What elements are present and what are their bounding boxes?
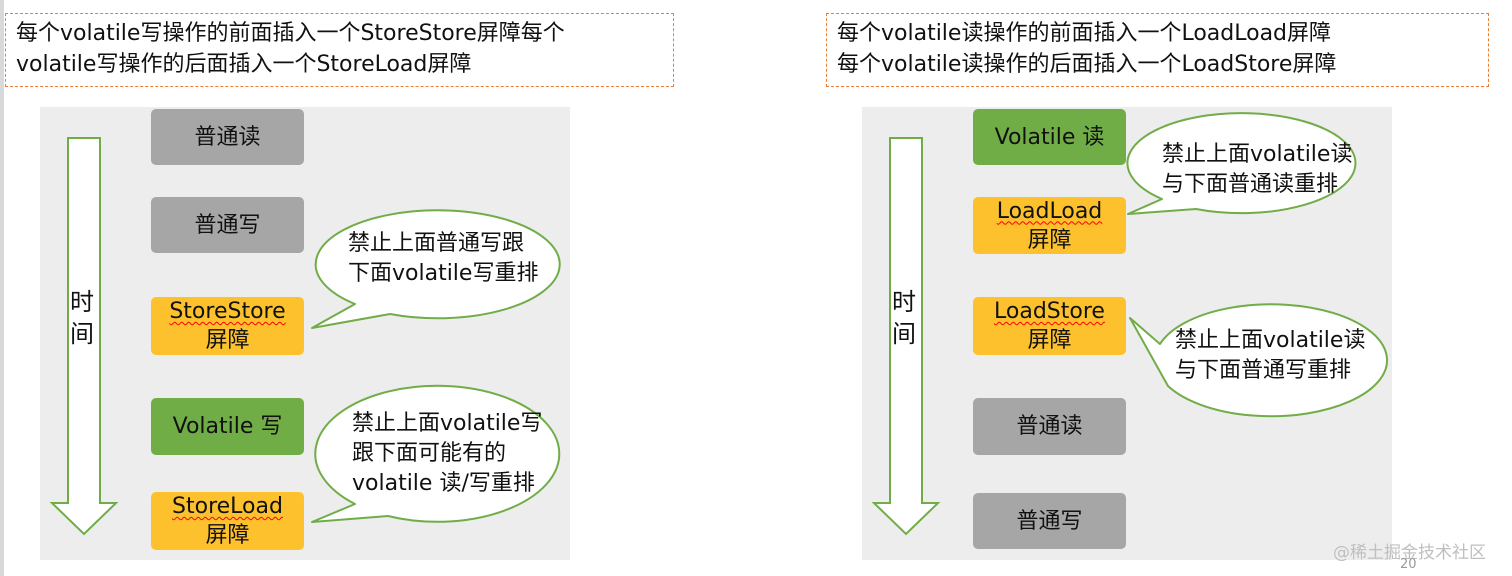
left-note-line-1: 每个volatile写操作的前面插入一个StoreStore屏障每个 — [16, 21, 565, 46]
left-bubble-2-line-3: volatile 读/写重排 — [352, 471, 535, 496]
left-note-line-2: volatile写操作的后面插入一个StoreLoad屏障 — [16, 52, 472, 77]
left-time-char-2: 间 — [70, 320, 94, 348]
right-bubble-2-text: 禁止上面volatile读 与下面普通写重排 — [1175, 326, 1365, 386]
left-box-normal-write: 普通写 — [151, 197, 304, 253]
left-edge-bar — [0, 0, 4, 576]
right-bubble-2 — [1129, 303, 1388, 418]
left-bubble-2-line-2: 跟下面可能有的 — [352, 441, 507, 466]
left-box-volatile-write: Volatile 写 — [151, 398, 304, 455]
right-box-normal-read-label: 普通读 — [1016, 414, 1083, 439]
left-bubble-2 — [311, 384, 561, 523]
left-box-storeload-sub: 屏障 — [205, 523, 250, 548]
page-number: 20 — [1400, 557, 1417, 572]
left-box-storeload-barrier: StoreLoad 屏障 — [151, 492, 304, 550]
left-box-storestore-sub: 屏障 — [205, 328, 250, 353]
left-time-char-1: 时 — [70, 288, 94, 316]
right-box-loadload-label: LoadLoad — [996, 198, 1103, 224]
right-note-line-2: 每个volatile读操作的后面插入一个LoadStore屏障 — [837, 52, 1337, 77]
right-box-loadload-barrier: LoadLoad 屏障 — [973, 197, 1126, 254]
right-box-loadstore-label: LoadStore — [994, 299, 1105, 324]
right-box-loadstore-sub: 屏障 — [1027, 328, 1072, 353]
right-box-normal-read: 普通读 — [973, 398, 1126, 455]
right-bubble-2-line-2: 与下面普通写重排 — [1175, 358, 1352, 383]
right-box-loadstore-barrier: LoadStore 屏障 — [973, 297, 1126, 355]
left-box-normal-read: 普通读 — [151, 109, 304, 165]
left-bubble-1-line-1: 禁止上面普通写跟 — [348, 231, 525, 256]
right-box-normal-write: 普通写 — [973, 493, 1126, 549]
right-box-loadload-sub: 屏障 — [1027, 227, 1072, 253]
left-box-storeload-label: StoreLoad — [172, 494, 283, 519]
left-box-normal-write-label: 普通写 — [194, 212, 261, 238]
left-bubble-2-line-1: 禁止上面volatile写 — [352, 411, 543, 436]
right-bubble-1-text: 禁止上面volatile读 与下面普通读重排 — [1162, 140, 1352, 200]
right-box-volatile-read: Volatile 读 — [973, 109, 1126, 165]
right-time-char-1: 时 — [892, 288, 916, 316]
right-note-line-1: 每个volatile读操作的前面插入一个LoadLoad屏障 — [837, 21, 1332, 46]
right-bubble-1 — [1126, 112, 1357, 215]
left-box-storestore-barrier: StoreStore 屏障 — [151, 297, 304, 355]
left-box-storestore-label: StoreStore — [169, 299, 286, 324]
left-box-normal-read-label: 普通读 — [194, 124, 261, 150]
left-bubble-1-text: 禁止上面普通写跟 下面volatile写重排 — [348, 229, 538, 289]
left-note: 每个volatile写操作的前面插入一个StoreStore屏障每个 volat… — [5, 13, 674, 87]
left-bubble-1-line-2: 下面volatile写重排 — [348, 261, 539, 286]
right-bubble-2-line-1: 禁止上面volatile读 — [1175, 328, 1366, 353]
right-note: 每个volatile读操作的前面插入一个LoadLoad屏障 每个volatil… — [826, 13, 1489, 87]
right-time-char-2: 间 — [892, 320, 916, 348]
right-bubble-1-line-2: 与下面普通读重排 — [1162, 172, 1339, 197]
left-box-volatile-write-label: Volatile 写 — [172, 414, 283, 439]
right-bubble-1-line-1: 禁止上面volatile读 — [1162, 142, 1353, 167]
right-box-volatile-read-label: Volatile 读 — [994, 124, 1105, 150]
left-time-arrow — [49, 137, 119, 536]
watermark: @稀土掘金技术社区 — [1333, 543, 1486, 563]
left-bubble-1 — [311, 209, 561, 329]
right-time-label: 时 间 — [889, 286, 919, 350]
right-time-arrow — [871, 137, 941, 536]
right-box-normal-write-label: 普通写 — [1016, 508, 1083, 534]
left-time-label: 时 间 — [67, 286, 97, 350]
left-bubble-2-text: 禁止上面volatile写 跟下面可能有的 volatile 读/写重排 — [352, 409, 542, 499]
